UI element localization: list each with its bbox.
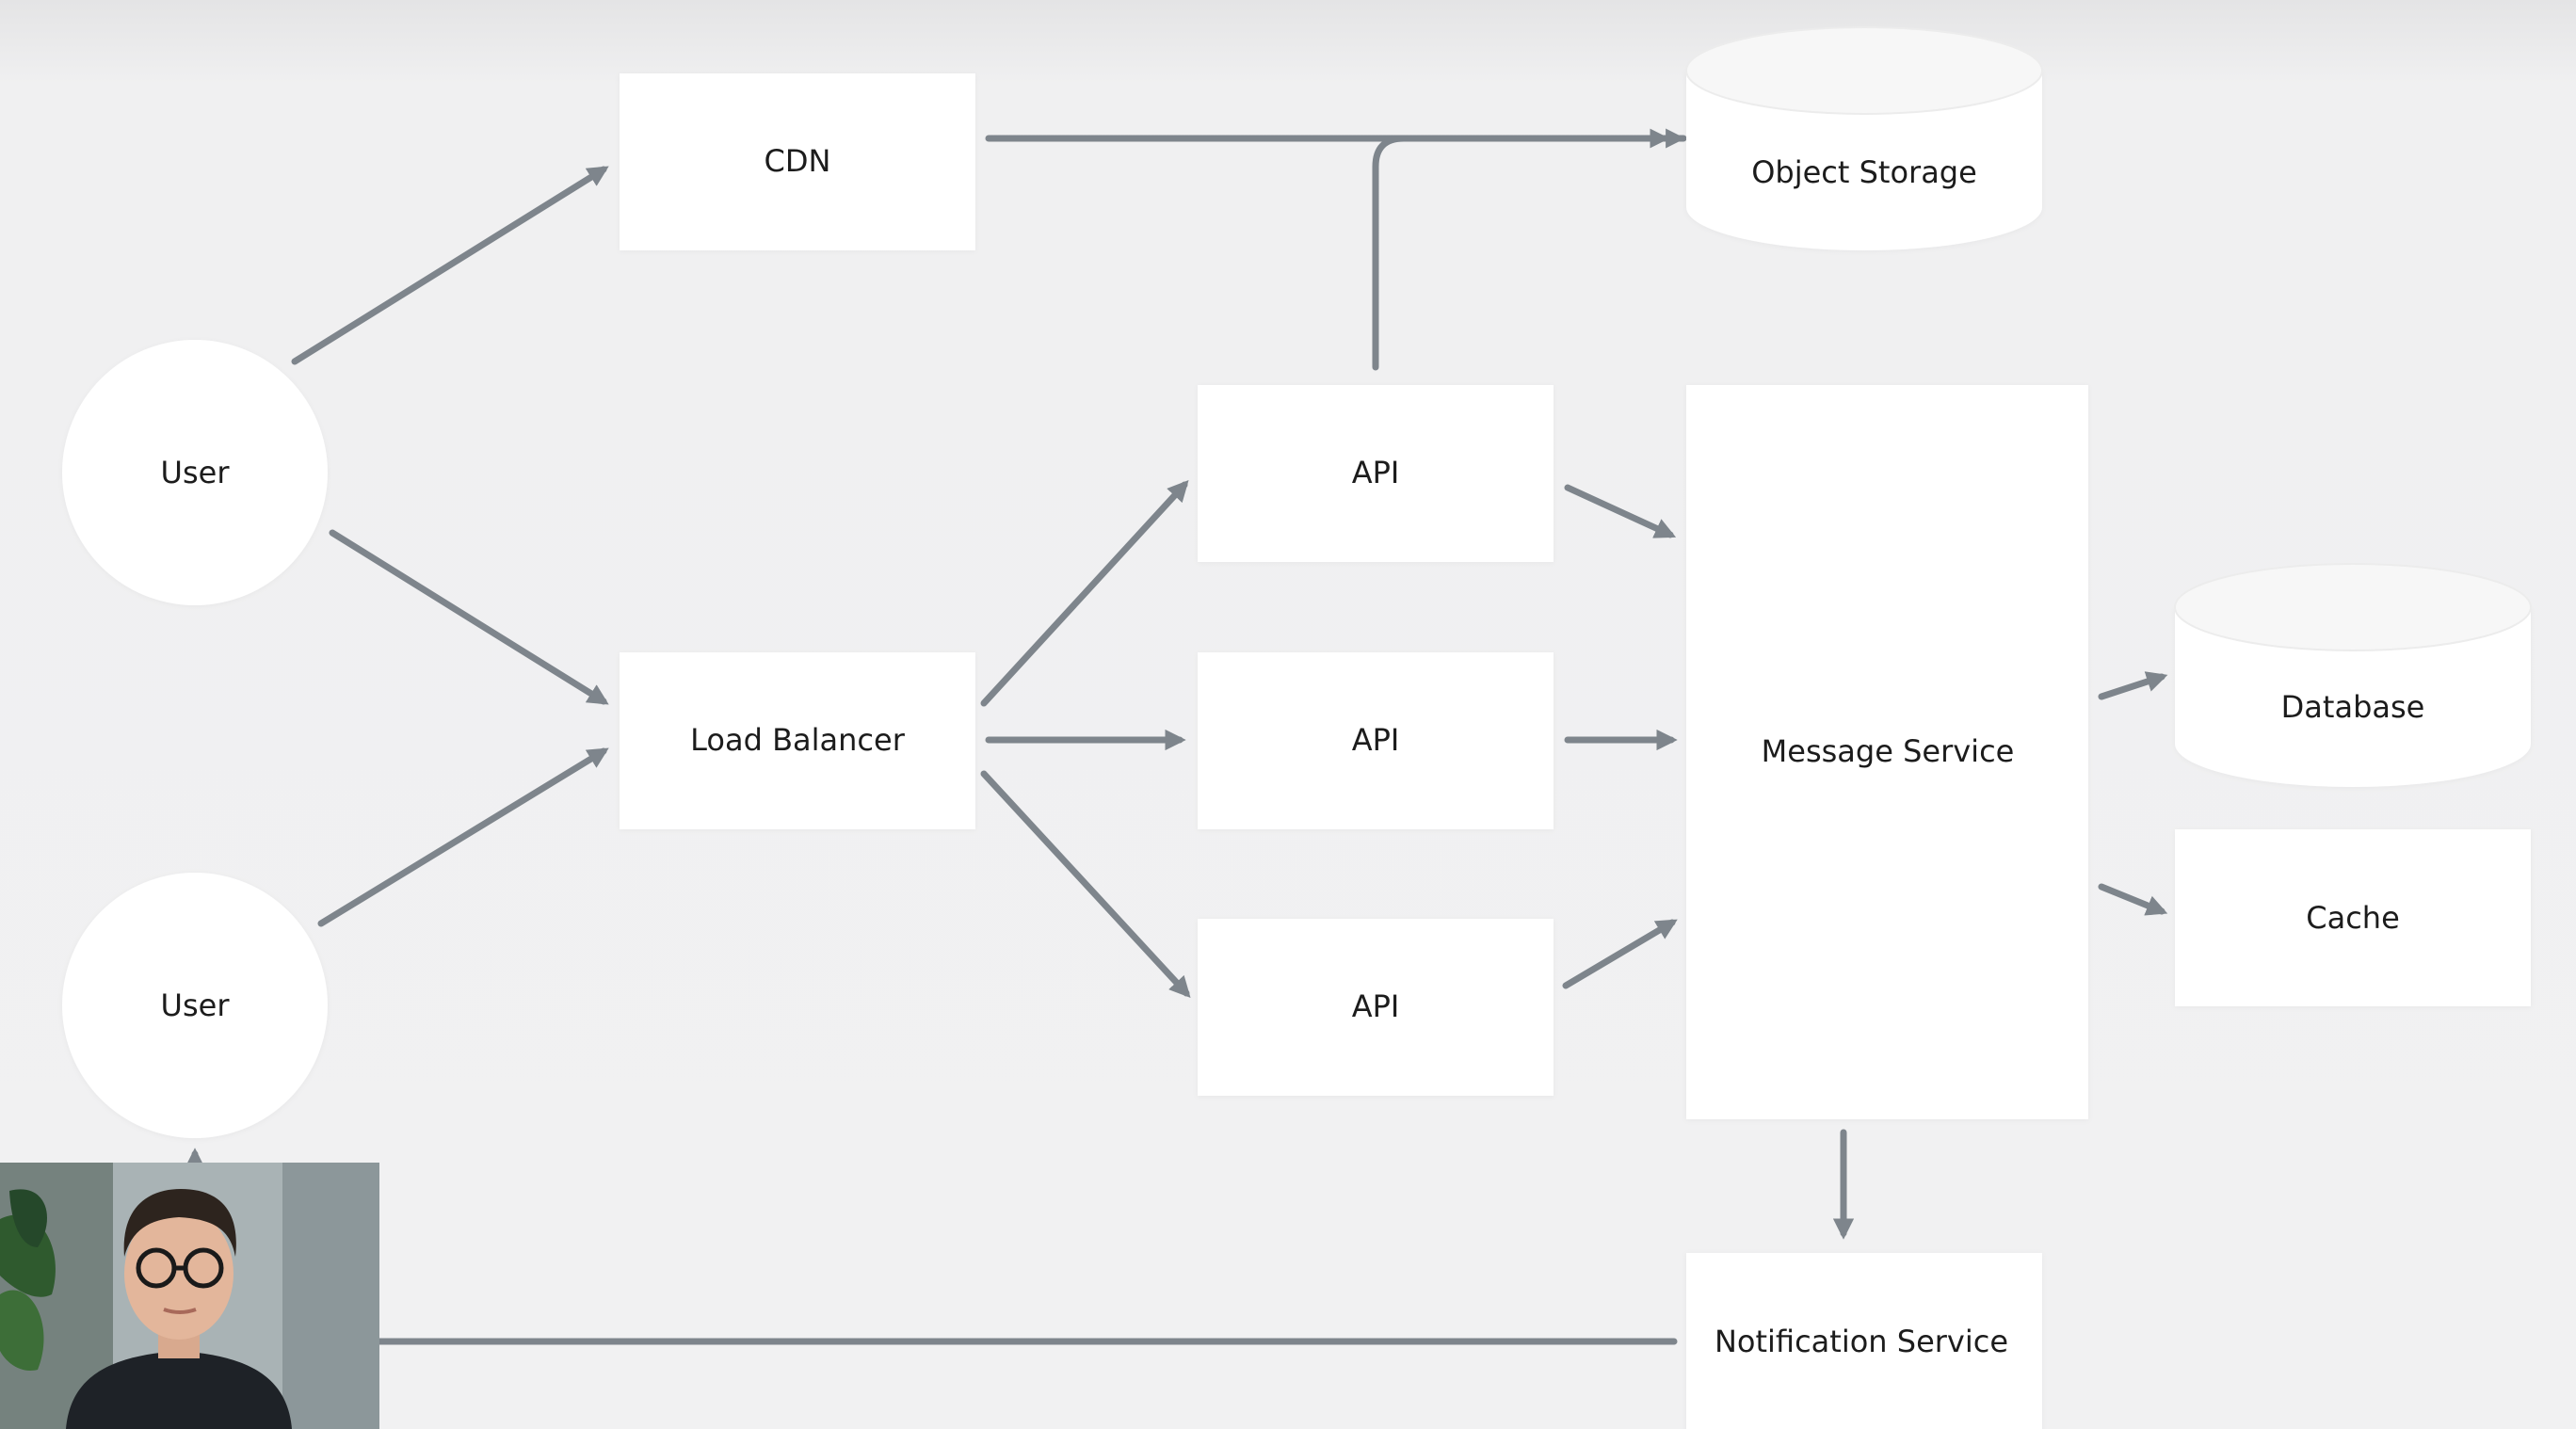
edge-api-to-object-storage [1372, 135, 1408, 371]
node-api-3: API [1198, 919, 1554, 1096]
edge-user-bottom-to-load-balancer [317, 747, 609, 927]
node-database: Database [2174, 563, 2532, 787]
node-api-2: API [1198, 652, 1554, 829]
node-object-storage: Object Storage [1685, 26, 2043, 250]
edge-message-service-to-database [2098, 671, 2168, 700]
node-label: Database [2281, 689, 2425, 725]
edge-user-top-to-cdn [291, 166, 609, 365]
node-load-balancer: Load Balancer [620, 652, 975, 829]
node-label: API [1352, 455, 1400, 490]
edge-api-1-to-message-service [1564, 484, 1677, 538]
presenter-webcam-video [0, 1163, 379, 1429]
node-cdn: CDN [620, 73, 975, 250]
node-user-top: User [62, 340, 328, 605]
node-label: API [1352, 988, 1400, 1024]
node-user-bottom: User [62, 873, 328, 1138]
edge-lb-to-api-3 [980, 770, 1191, 998]
node-label: API [1352, 722, 1400, 758]
node-label: Notification Service [1715, 1324, 2008, 1359]
edge-message-service-to-cache [2098, 883, 2168, 916]
node-api-1: API [1198, 385, 1554, 562]
node-label: Cache [2306, 900, 2400, 936]
node-label: Object Storage [1751, 154, 1977, 190]
node-label: User [161, 987, 231, 1023]
edges [184, 128, 2168, 1345]
node-label: Message Service [1762, 733, 2015, 769]
edge-lb-to-api-1 [980, 480, 1189, 707]
edge-api-3-to-message-service [1562, 919, 1678, 989]
presenter-illustration [0, 1163, 379, 1429]
node-label: Load Balancer [690, 722, 906, 758]
node-cache: Cache [2175, 829, 2531, 1006]
node-notification-service: Notification Service [1686, 1253, 2042, 1429]
edge-user-top-to-load-balancer [329, 529, 609, 705]
node-message-service: Message Service [1686, 385, 2088, 1119]
node-label: CDN [765, 143, 831, 179]
node-label: User [161, 455, 231, 490]
